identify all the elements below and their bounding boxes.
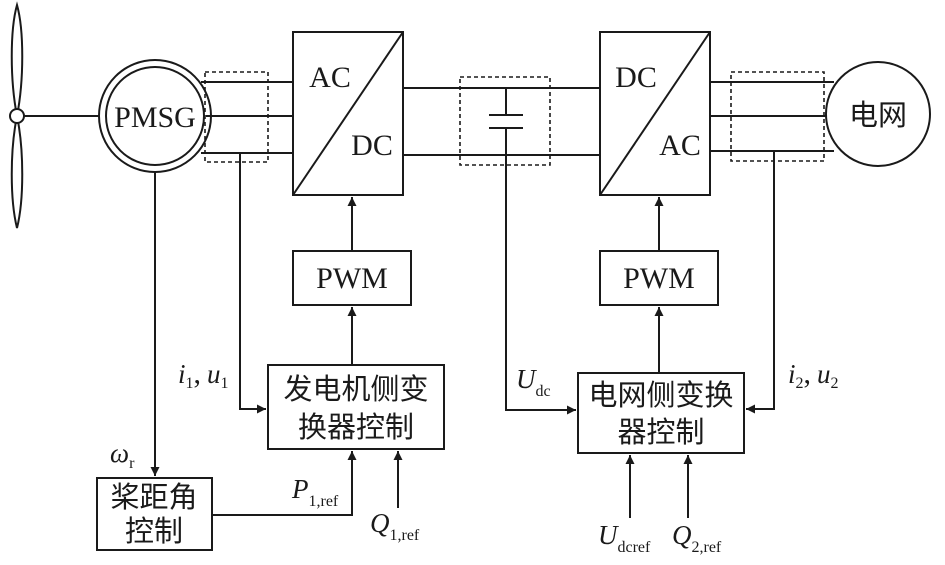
pwm-right-box — [599, 250, 719, 306]
pitch-ctrl-line1: 桨距角 — [110, 480, 197, 514]
grid-ctrl-line1: 电网侧变换 — [588, 378, 733, 412]
inverter-dc-label: DC — [615, 61, 657, 94]
grid-label: 电网 — [849, 98, 907, 132]
generator-side-filter-box — [204, 71, 269, 163]
pwm-left-label: PWM — [316, 262, 388, 295]
generator-side-converter-control: 发电机侧变 换器控制 — [267, 364, 445, 450]
generator-three-phase-lines — [201, 81, 293, 154]
pwm-right-label: PWM — [623, 262, 695, 295]
gen-ctrl-line2: 换器控制 — [298, 410, 414, 444]
p1ref-arrow — [212, 451, 357, 516]
udc-feedback-arrow — [505, 155, 576, 415]
grid-three-phase-lines — [710, 81, 834, 152]
inverter-ac-label: AC — [659, 129, 701, 162]
dc-link-capacitor-icon — [489, 114, 523, 129]
dc-link-bus — [403, 87, 600, 156]
grid-side-converter-control: 电网侧变换 器控制 — [577, 372, 745, 454]
i1-u1-feedback-arrow — [239, 153, 266, 414]
i2-u2-feedback-arrow — [746, 151, 775, 414]
p1ref-label: P1,ref — [291, 474, 339, 510]
i1-u1-label: i1,u1 — [178, 357, 229, 392]
rectifier-ac-label: AC — [309, 61, 351, 94]
pwm-left-box — [292, 250, 412, 306]
udc-label: Udc — [516, 364, 551, 400]
pmsg-label: PMSG — [114, 101, 196, 134]
pmsg-generator: PMSG — [98, 59, 212, 173]
pitch-angle-control: 桨距角 控制 — [96, 477, 213, 551]
omega-r-label: ωr — [110, 438, 135, 472]
inverter-converter: DC AC — [599, 31, 711, 196]
wind-turbine-blades-icon — [9, 1, 25, 229]
udcref-label: Udcref — [598, 520, 651, 556]
grid-ctrl-line2: 器控制 — [617, 415, 704, 449]
capacitor-dashed-box — [459, 76, 551, 166]
power-grid: 电网 — [825, 61, 931, 167]
q1ref-label: Q1,ref — [370, 508, 420, 544]
i2-u2-label: i2,u2 — [788, 357, 839, 392]
pitch-ctrl-line2: 控制 — [125, 514, 183, 548]
gen-ctrl-line1: 发电机侧变 — [283, 372, 428, 406]
rectifier-converter: AC DC — [292, 31, 404, 196]
rectifier-dc-label: DC — [351, 129, 393, 162]
q2ref-label: Q2,ref — [672, 520, 722, 556]
